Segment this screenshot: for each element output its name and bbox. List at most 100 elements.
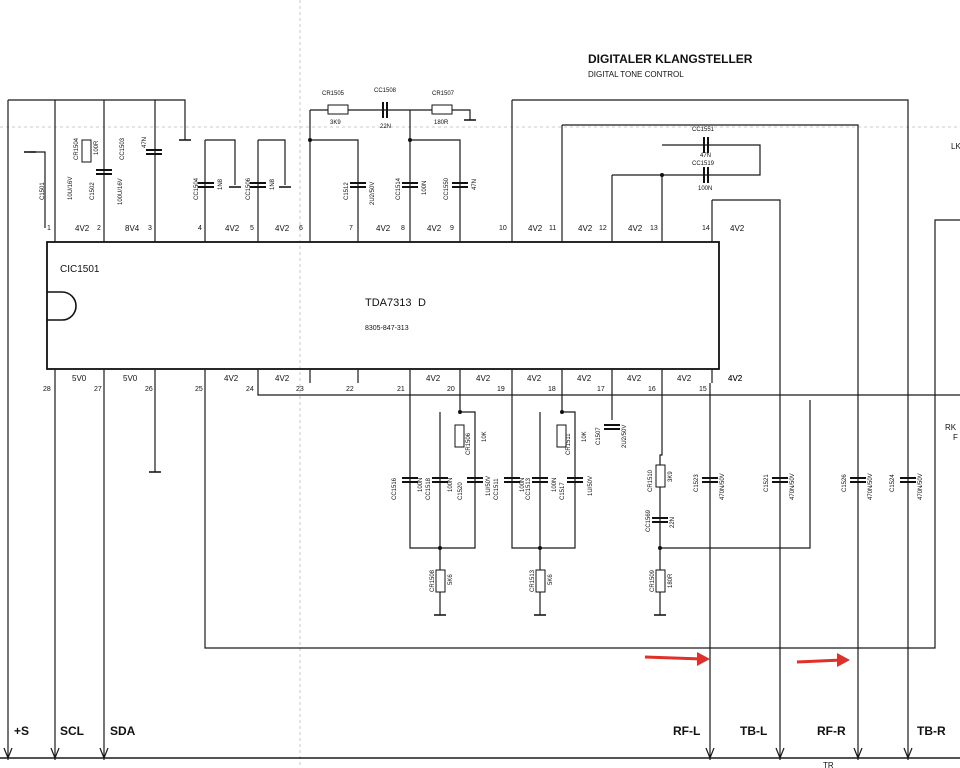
edge-label: LK bbox=[951, 142, 960, 151]
component-labels: CR1505 3K9 CC1508 22N CR1507 180R C1501 … bbox=[40, 88, 924, 592]
pin-voltage: 8V4 bbox=[125, 224, 140, 233]
bus-label-sda: SDA bbox=[110, 724, 136, 738]
part-value: 47N bbox=[700, 153, 711, 159]
part-ref: C1526 bbox=[842, 474, 848, 492]
pin-number: 28 bbox=[43, 386, 51, 393]
pin-voltage: 4V2 bbox=[427, 224, 442, 233]
component-symbols bbox=[81, 102, 916, 593]
part-ref: CC1519 bbox=[692, 161, 715, 167]
pin-number: 11 bbox=[549, 225, 556, 232]
pin-voltage: 4V2 bbox=[728, 374, 743, 383]
part-ref: C1507 bbox=[596, 427, 602, 445]
pin-voltage: 5V0 bbox=[123, 374, 138, 383]
part-ref: C1512 bbox=[344, 182, 350, 200]
part-ref: CC1518 bbox=[426, 477, 432, 500]
ic-reference: CIC1501 bbox=[60, 264, 100, 275]
pin-number: 12 bbox=[599, 225, 607, 232]
part-value: 22N bbox=[670, 517, 676, 528]
part-ref: CC1551 bbox=[692, 127, 715, 133]
part-ref: CR1513 bbox=[530, 569, 536, 592]
pin-number: 23 bbox=[296, 386, 304, 393]
part-value: 2U2/50V bbox=[370, 182, 376, 205]
pin-number: 24 bbox=[246, 386, 254, 393]
part-ref: C1517 bbox=[560, 482, 566, 500]
pin-voltage: 4V2 bbox=[225, 224, 240, 233]
highlight-arrows bbox=[644, 652, 850, 667]
part-ref: CR1508 bbox=[430, 569, 436, 592]
pin-voltage: 4V2 bbox=[577, 374, 592, 383]
part-ref: CC1504 bbox=[194, 177, 200, 200]
part-value: 470N/50V bbox=[720, 473, 726, 500]
pin-number: 18 bbox=[548, 386, 556, 393]
pin-number: 13 bbox=[650, 225, 658, 232]
part-ref: CR1505 bbox=[322, 91, 345, 97]
ic-suffix: D bbox=[418, 297, 426, 309]
pin-voltage: 5V0 bbox=[72, 374, 87, 383]
red-arrow-head-icon bbox=[697, 652, 710, 666]
part-value: 1U/50V bbox=[588, 476, 594, 496]
pin-number: 14 bbox=[702, 225, 710, 232]
part-value: 100N bbox=[422, 181, 428, 195]
ic-notch bbox=[47, 291, 77, 321]
pin-voltage: 4V2 bbox=[426, 374, 441, 383]
part-ref: CC1514 bbox=[396, 177, 402, 200]
part-value: 47N bbox=[472, 179, 478, 190]
pin-voltage: 4V2 bbox=[627, 374, 642, 383]
pin-number: 22 bbox=[346, 386, 354, 393]
part-ref: CC1511 bbox=[494, 478, 500, 500]
pin-number: 10 bbox=[499, 225, 507, 232]
top-pins bbox=[54, 228, 713, 242]
part-ref: CR1504 bbox=[74, 137, 80, 160]
part-value: 10U/16V bbox=[68, 177, 74, 200]
part-ref: CC1503 bbox=[120, 137, 126, 160]
part-ref: CC1569 bbox=[646, 509, 652, 532]
part-value: 470N/50V bbox=[868, 473, 874, 500]
part-ref: CR1507 bbox=[432, 91, 455, 97]
part-value: 47N bbox=[142, 137, 148, 148]
part-value: 180R bbox=[434, 120, 449, 126]
pin-voltage: 4V2 bbox=[528, 224, 543, 233]
part-ref: CC1516 bbox=[392, 477, 398, 500]
bus-label-tb-l: TB-L bbox=[740, 724, 767, 738]
part-ref: CC1506 bbox=[246, 177, 252, 200]
bottom-pins bbox=[54, 369, 713, 383]
part-ref: C1502 bbox=[90, 182, 96, 200]
part-value: 100N bbox=[698, 186, 712, 192]
part-value: 470N/50V bbox=[918, 473, 924, 500]
pin-voltage-edge: 4V2 bbox=[728, 374, 743, 383]
pin-number: 20 bbox=[447, 386, 455, 393]
bus-label-plus-s: +S bbox=[14, 724, 29, 738]
pin-voltage: 4V2 bbox=[275, 224, 290, 233]
part-value: 5K6 bbox=[548, 574, 554, 585]
part-ref: C1523 bbox=[694, 474, 700, 492]
pin-number: 3 bbox=[148, 225, 152, 232]
diagram-title: DIGITALER KLANGSTELLER bbox=[588, 52, 753, 66]
bus-label-scl: SCL bbox=[60, 724, 84, 738]
pin-voltage: 4V2 bbox=[730, 224, 745, 233]
part-value: 5K6 bbox=[448, 574, 454, 585]
pin-number: 9 bbox=[450, 225, 454, 232]
part-ref: C1524 bbox=[890, 474, 896, 492]
red-arrow-head-icon bbox=[837, 653, 850, 667]
junctions bbox=[308, 138, 664, 550]
pin-number: 5 bbox=[250, 225, 254, 232]
pin-voltage: 4V2 bbox=[75, 224, 90, 233]
pin-number: 6 bbox=[299, 225, 303, 232]
part-value: 1N8 bbox=[270, 178, 276, 190]
part-value: 22N bbox=[380, 124, 391, 130]
part-ref: CC1508 bbox=[374, 88, 397, 94]
part-value: 2U2/50V bbox=[622, 425, 628, 448]
pin-number: 15 bbox=[699, 386, 707, 393]
part-ref: CC1550 bbox=[444, 177, 450, 200]
edge-label: TR bbox=[823, 761, 834, 768]
part-value: 180R bbox=[668, 573, 674, 588]
part-value: 100N bbox=[448, 478, 454, 492]
ground-symbols bbox=[24, 119, 666, 616]
bus-arrowheads bbox=[3, 747, 913, 760]
part-value: 100U/16V bbox=[118, 178, 124, 205]
red-arrow-icon bbox=[644, 655, 703, 661]
ic-body bbox=[46, 241, 720, 370]
pin-number: 27 bbox=[94, 386, 102, 393]
ic-type: TDA7313 bbox=[365, 297, 411, 309]
